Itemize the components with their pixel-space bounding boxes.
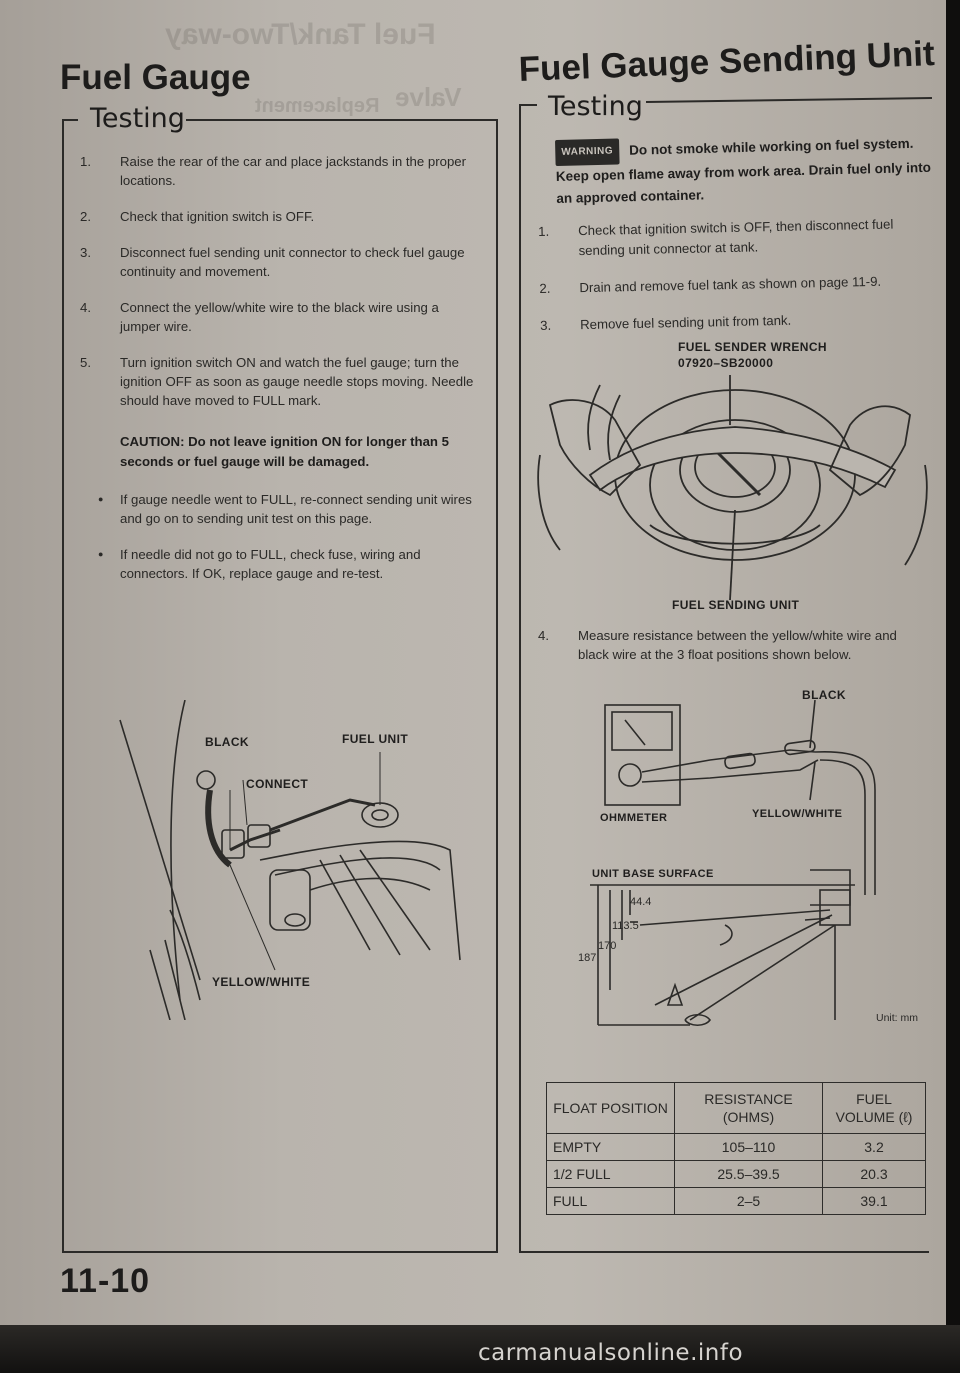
step-text: Connect the yellow/white wire to the bla…	[120, 300, 439, 334]
table-row: EMPTY 105–110 3.2	[546, 1133, 926, 1161]
left-bullets-list: If gauge needle went to FULL, re-connect…	[98, 490, 478, 600]
step-number: 2.	[539, 280, 551, 296]
cell-fuel-volume: 39.1	[822, 1187, 926, 1215]
dimension-113-5: 113.5	[612, 920, 639, 932]
unit-note: Unit: mm	[876, 1012, 918, 1024]
fuel-gauge-title: Fuel Gauge	[60, 58, 251, 97]
left-testing-heading: Testing	[90, 103, 185, 134]
table-header-row: FLOAT POSITION RESISTANCE (OHMS) FUEL VO…	[546, 1082, 926, 1134]
site-watermark: carmanualsonline.info	[478, 1340, 744, 1366]
label-wrench-part-number: 07920–SB20000	[678, 356, 774, 370]
right-frame-left	[519, 104, 521, 1252]
label-black-wire: BLACK	[802, 688, 846, 702]
header-resistance: RESISTANCE (OHMS)	[674, 1082, 823, 1134]
step-text: Drain and remove fuel tank as shown on p…	[579, 273, 882, 296]
label-fuel-unit: FUEL UNIT	[342, 732, 409, 746]
step-text: Raise the rear of the car and place jack…	[120, 154, 467, 188]
step-text: Check that ignition switch is OFF.	[120, 209, 315, 224]
float-resistance-table: FLOAT POSITION RESISTANCE (OHMS) FUEL VO…	[546, 1082, 926, 1215]
step-text: Remove fuel sending unit from tank.	[580, 312, 792, 333]
step-number: 1.	[538, 223, 550, 239]
list-item: 1. Raise the rear of the car and place ja…	[80, 152, 480, 190]
list-item: 3. Remove fuel sending unit from tank.	[540, 308, 932, 336]
step-number: 1.	[80, 154, 91, 169]
left-heading-rule	[186, 119, 496, 121]
step-text: Turn ignition switch ON and watch the fu…	[120, 355, 474, 408]
left-frame-left	[62, 119, 64, 1252]
header-fuel-volume: FUEL VOLUME (ℓ)	[822, 1082, 926, 1134]
left-frame-bottom	[62, 1251, 498, 1253]
step-number: 2.	[80, 209, 91, 224]
cell-resistance: 2–5	[674, 1187, 823, 1215]
step-text: Check that ignition switch is OFF, then …	[578, 216, 894, 259]
list-item: 4. Connect the yellow/white wire to the b…	[80, 298, 480, 336]
label-black: BLACK	[205, 735, 249, 749]
right-heading-rule	[646, 97, 933, 103]
cell-float-position: EMPTY	[546, 1133, 675, 1161]
label-fuel-sender-wrench: FUEL SENDER WRENCH	[678, 340, 827, 354]
dimension-187: 187	[578, 952, 597, 964]
table-row: FULL 2–5 39.1	[546, 1187, 926, 1215]
step-text: Measure resistance between the yellow/wh…	[578, 628, 897, 662]
list-item: 4. Measure resistance between the yellow/…	[538, 626, 930, 664]
label-yellow-white-wire: YELLOW/WHITE	[752, 808, 843, 820]
bleed-through-text: Fuel Tank/Two-way	[165, 18, 436, 51]
list-item: If gauge needle went to FULL, re-connect…	[98, 490, 478, 528]
list-item: 1. Check that ignition switch is OFF, the…	[538, 214, 931, 262]
cell-resistance: 25.5–39.5	[674, 1160, 823, 1188]
book-spine-shadow	[946, 0, 960, 1373]
manual-page: Fuel Tank/Two-way Valve Replacement Fuel…	[0, 0, 946, 1325]
label-yellow-white: YELLOW/WHITE	[212, 975, 311, 989]
dimension-170: 170	[598, 940, 617, 952]
ohmmeter-float-diagram	[590, 700, 876, 1027]
column-divider	[496, 119, 498, 1252]
step-number: 3.	[540, 317, 552, 333]
list-item: 2. Drain and remove fuel tank as shown on…	[539, 271, 931, 299]
header-float-position: FLOAT POSITION	[546, 1082, 675, 1134]
list-item: 2. Check that ignition switch is OFF.	[80, 207, 480, 226]
table-row: 1/2 FULL 25.5–39.5 20.3	[546, 1160, 926, 1188]
step-number: 3.	[80, 245, 91, 260]
step-number: 5.	[80, 355, 91, 370]
cell-float-position: 1/2 FULL	[546, 1160, 675, 1188]
page-number: 11-10	[60, 1262, 151, 1300]
bleed-through-text: Replacement	[255, 95, 380, 117]
right-frame-top-stub	[519, 104, 537, 106]
bottom-shadow	[0, 1325, 960, 1373]
list-item: 3. Disconnect fuel sending unit connector…	[80, 243, 480, 281]
caution-note: CAUTION: Do not leave ignition ON for lo…	[120, 434, 449, 469]
right-steps-list: 1. Check that ignition switch is OFF, the…	[538, 214, 933, 353]
left-frame-top-stub	[62, 119, 78, 121]
list-item: If needle did not go to FULL, check fuse…	[98, 545, 478, 583]
sender-wrench-illustration	[537, 375, 928, 600]
step-number: 4.	[80, 300, 91, 315]
warning-badge: WARNING	[555, 138, 620, 166]
right-testing-heading: Testing	[548, 91, 643, 122]
cell-resistance: 105–110	[674, 1133, 823, 1161]
label-fuel-sending-unit: FUEL SENDING UNIT	[672, 598, 800, 612]
label-unit-base-surface: UNIT BASE SURFACE	[592, 868, 714, 880]
step-text: Disconnect fuel sending unit connector t…	[120, 245, 465, 279]
right-step-4: 4. Measure resistance between the yellow/…	[538, 626, 930, 681]
step-number: 4.	[538, 628, 549, 643]
dimension-44-4: 44.4	[630, 896, 652, 908]
fuel-unit-wiring-illustration	[119, 700, 461, 1020]
right-frame-bottom	[519, 1251, 929, 1253]
sending-unit-title: Fuel Gauge Sending Unit	[518, 34, 936, 89]
cell-fuel-volume: 3.2	[822, 1133, 926, 1161]
left-steps-list: 1. Raise the rear of the car and place ja…	[80, 152, 480, 427]
cell-fuel-volume: 20.3	[822, 1160, 926, 1188]
bleed-through-text: Valve	[395, 82, 462, 112]
cell-float-position: FULL	[546, 1187, 675, 1215]
label-ohmmeter: OHMMETER	[600, 812, 668, 824]
list-item: 5. Turn ignition switch ON and watch the …	[80, 353, 480, 410]
label-connect: CONNECT	[246, 777, 309, 791]
